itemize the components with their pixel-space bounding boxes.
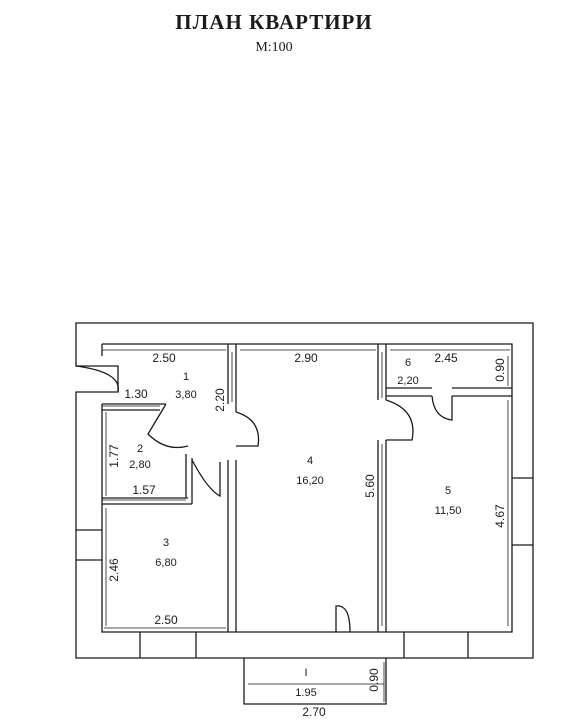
room-4-number: 4 [307, 455, 313, 467]
room-5-area: 11,50 [435, 505, 462, 517]
door-6 [431, 395, 453, 421]
dim-r2-width: 1.57 [132, 483, 156, 497]
dim-r1-lower: 1.30 [124, 387, 148, 401]
plan-title: ПЛАН КВАРТИРИ [175, 10, 373, 34]
dim-balcony-depth: 0.90 [367, 668, 381, 692]
balcony-area: 1.95 [295, 687, 316, 699]
balcony-number: I [304, 667, 307, 679]
dim-r3-width: 2.50 [154, 613, 178, 627]
room-1-number: 1 [183, 371, 189, 383]
room-1-area: 3,80 [175, 389, 196, 401]
outer-wall [75, 322, 534, 659]
dim-r5-height: 4.67 [493, 504, 507, 528]
room-2-area: 2,80 [129, 459, 150, 471]
dim-r6-height: 0.90 [493, 358, 507, 382]
window-right [512, 477, 533, 546]
wall-6-5 [386, 387, 512, 397]
dim-r2-height: 1.77 [107, 444, 121, 468]
dim-r4-height: 5.60 [363, 474, 377, 498]
dim-r1-width: 2.50 [152, 351, 176, 365]
wall-2-3 [102, 454, 193, 505]
wall-4-5b [377, 440, 387, 632]
room-4-area: 16,20 [296, 475, 324, 487]
wall-3-4 [227, 460, 237, 632]
window-left [76, 529, 102, 561]
wall-4-5 [377, 344, 387, 400]
dim-r1-height: 2.20 [213, 388, 227, 412]
entry-arc [75, 365, 119, 393]
door-1-4 [235, 411, 260, 447]
dim-r3-height: 2.46 [107, 558, 121, 582]
dim-r4-width: 2.90 [294, 351, 318, 365]
room-2-number: 2 [137, 443, 143, 455]
wall-1-4 [227, 344, 237, 412]
room-6-number: 6 [405, 357, 411, 369]
room-5-number: 5 [445, 485, 451, 497]
wall-1-2 [102, 403, 166, 411]
dim-r6-width: 2.45 [434, 351, 458, 365]
room-3-area: 6,80 [155, 557, 176, 569]
door-2-4 [191, 459, 221, 498]
window-bottom [139, 632, 469, 658]
room-6-area: 2,20 [397, 375, 418, 387]
room-3-number: 3 [163, 537, 169, 549]
door-entry [335, 605, 351, 633]
plan-scale: М:100 [255, 40, 293, 55]
door-4-5 [385, 399, 414, 441]
dim-balcony-width: 2.70 [302, 705, 326, 719]
door-1-2 [147, 403, 189, 449]
